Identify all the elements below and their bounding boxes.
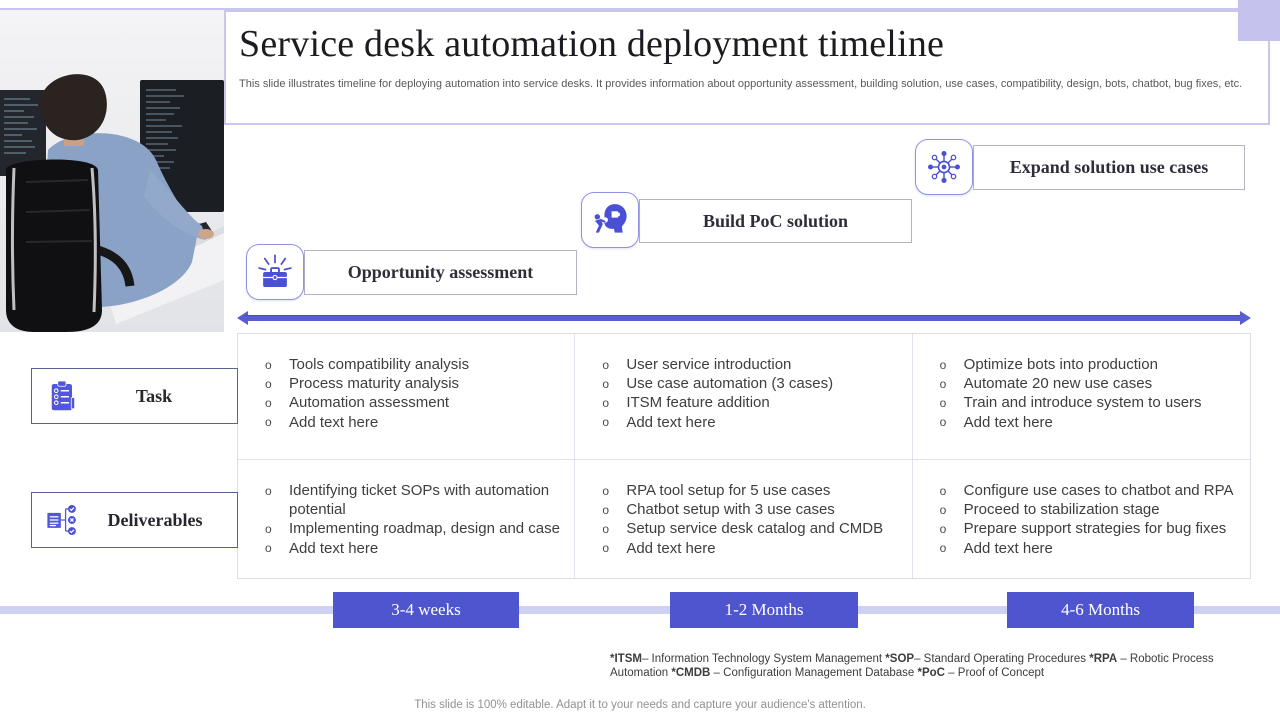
bullet-item: Setup service desk catalog and CMDB [599, 519, 903, 539]
duration-badge-1: 3-4 weeks [333, 592, 519, 628]
page-title: Service desk automation deployment timel… [239, 23, 945, 65]
row-label-text: Deliverables [107, 509, 203, 530]
table-cell-deliverables-phase3: Configure use cases to chatbot and RPAPr… [913, 460, 1250, 578]
bullet-list: RPA tool setup for 5 use casesChatbot se… [575, 460, 911, 559]
bullet-item: Add text here [262, 413, 566, 432]
bullet-list: User service introductionUse case automa… [575, 334, 911, 433]
clipboard-checklist-icon [45, 378, 81, 414]
timeline-arrow [237, 311, 1251, 325]
timeline-table: Tools compatibility analysisProcess matu… [237, 333, 1251, 579]
editable-note: This slide is 100% editable. Adapt it to… [414, 699, 866, 711]
document-status-icon [45, 501, 83, 539]
bullet-item: Automation assessment [262, 393, 566, 413]
bullet-item: Add text here [599, 413, 903, 432]
hub-network-icon [915, 139, 973, 195]
bullet-item: Chatbot setup with 3 use cases [599, 500, 903, 520]
bullet-item: Add text here [937, 539, 1242, 558]
toolbox-burst-icon [246, 244, 304, 300]
bullet-list: Tools compatibility analysisProcess matu… [238, 334, 574, 433]
arrow-right-head-icon [1240, 311, 1251, 325]
milestone-label: Expand solution use cases [973, 145, 1245, 190]
bullet-list: Identifying ticket SOPs with automation … [238, 460, 574, 559]
slide-subtitle: This slide illustrates timeline for depl… [239, 77, 1243, 90]
table-cell-task-phase2: User service introductionUse case automa… [575, 334, 913, 460]
bullet-item: Add text here [937, 413, 1242, 432]
top-accent-line [0, 8, 1280, 11]
row-label-deliverables: Deliverables [31, 492, 238, 548]
bullet-item: Add text here [599, 539, 903, 558]
bullet-item: Implementing roadmap, design and case [262, 519, 566, 539]
bullet-item: Optimize bots into production [937, 355, 1242, 375]
duration-band [0, 606, 1280, 614]
milestone-label: Build PoC solution [639, 199, 912, 243]
bullet-item: ITSM feature addition [599, 393, 903, 413]
table-cell-task-phase3: Optimize bots into productionAutomate 20… [912, 334, 1250, 460]
row-label-task: Task [31, 368, 238, 424]
arrow-shaft [245, 315, 1243, 321]
office-photo-illustration [0, 10, 224, 332]
abbreviation-footnote: *ITSM– Information Technology System Man… [610, 653, 1214, 679]
bullet-item: Prepare support strategies for bug fixes [937, 519, 1242, 539]
bullet-item: Identifying ticket SOPs with automation … [262, 481, 566, 519]
bullet-list: Optimize bots into productionAutomate 20… [913, 334, 1250, 433]
bullet-item: Configure use cases to chatbot and RPA [937, 481, 1242, 501]
bullet-item: Tools compatibility analysis [262, 355, 566, 375]
bullet-item: User service introduction [599, 355, 903, 375]
row-label-text: Task [135, 385, 173, 406]
duration-badge-2: 1-2 Months [670, 592, 858, 628]
milestone-label: Opportunity assessment [304, 250, 577, 295]
bullet-item: Add text here [262, 539, 566, 558]
table-cell-deliverables-phase1: Identifying ticket SOPs with automation … [238, 460, 576, 578]
bullet-item: Automate 20 new use cases [937, 374, 1242, 394]
bullet-item: RPA tool setup for 5 use cases [599, 481, 903, 501]
title-box: Service desk automation deployment timel… [224, 10, 1270, 125]
arrow-left-head-icon [237, 311, 248, 325]
bullet-item: Proceed to stabilization stage [937, 500, 1242, 520]
table-cell-deliverables-phase2: RPA tool setup for 5 use casesChatbot se… [575, 460, 913, 578]
bullet-item: Process maturity analysis [262, 374, 566, 394]
bullet-list: Configure use cases to chatbot and RPAPr… [913, 460, 1250, 559]
bullet-item: Train and introduce system to users [937, 393, 1242, 413]
corner-accent-block [1238, 0, 1280, 41]
duration-badge-3: 4-6 Months [1007, 592, 1194, 628]
head-puzzle-icon [581, 192, 639, 248]
bullet-item: Use case automation (3 cases) [599, 374, 903, 394]
table-cell-task-phase1: Tools compatibility analysisProcess matu… [238, 334, 576, 460]
